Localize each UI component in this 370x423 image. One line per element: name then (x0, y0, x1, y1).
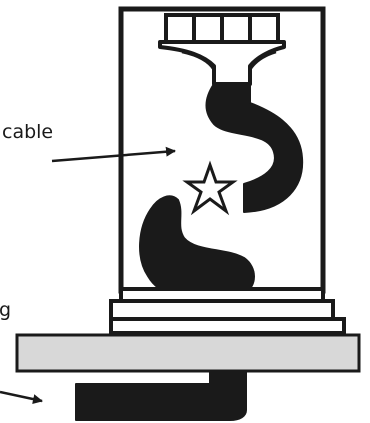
funnel-inner (181, 50, 277, 84)
cable-upper-segment (205, 83, 304, 213)
cable-exit-segment (75, 370, 247, 421)
cable-lower-segment (139, 195, 255, 293)
partial-label: g (0, 299, 11, 321)
cable-arrow (51, 146, 176, 163)
connector-funnel (158, 40, 286, 86)
base-collar-middle (109, 299, 335, 321)
cable-label: cable (2, 121, 53, 143)
base-collar-lower (109, 317, 346, 335)
lower-arrow (0, 390, 43, 405)
star-outline-icon (182, 160, 238, 216)
mounting-plate (15, 333, 361, 373)
